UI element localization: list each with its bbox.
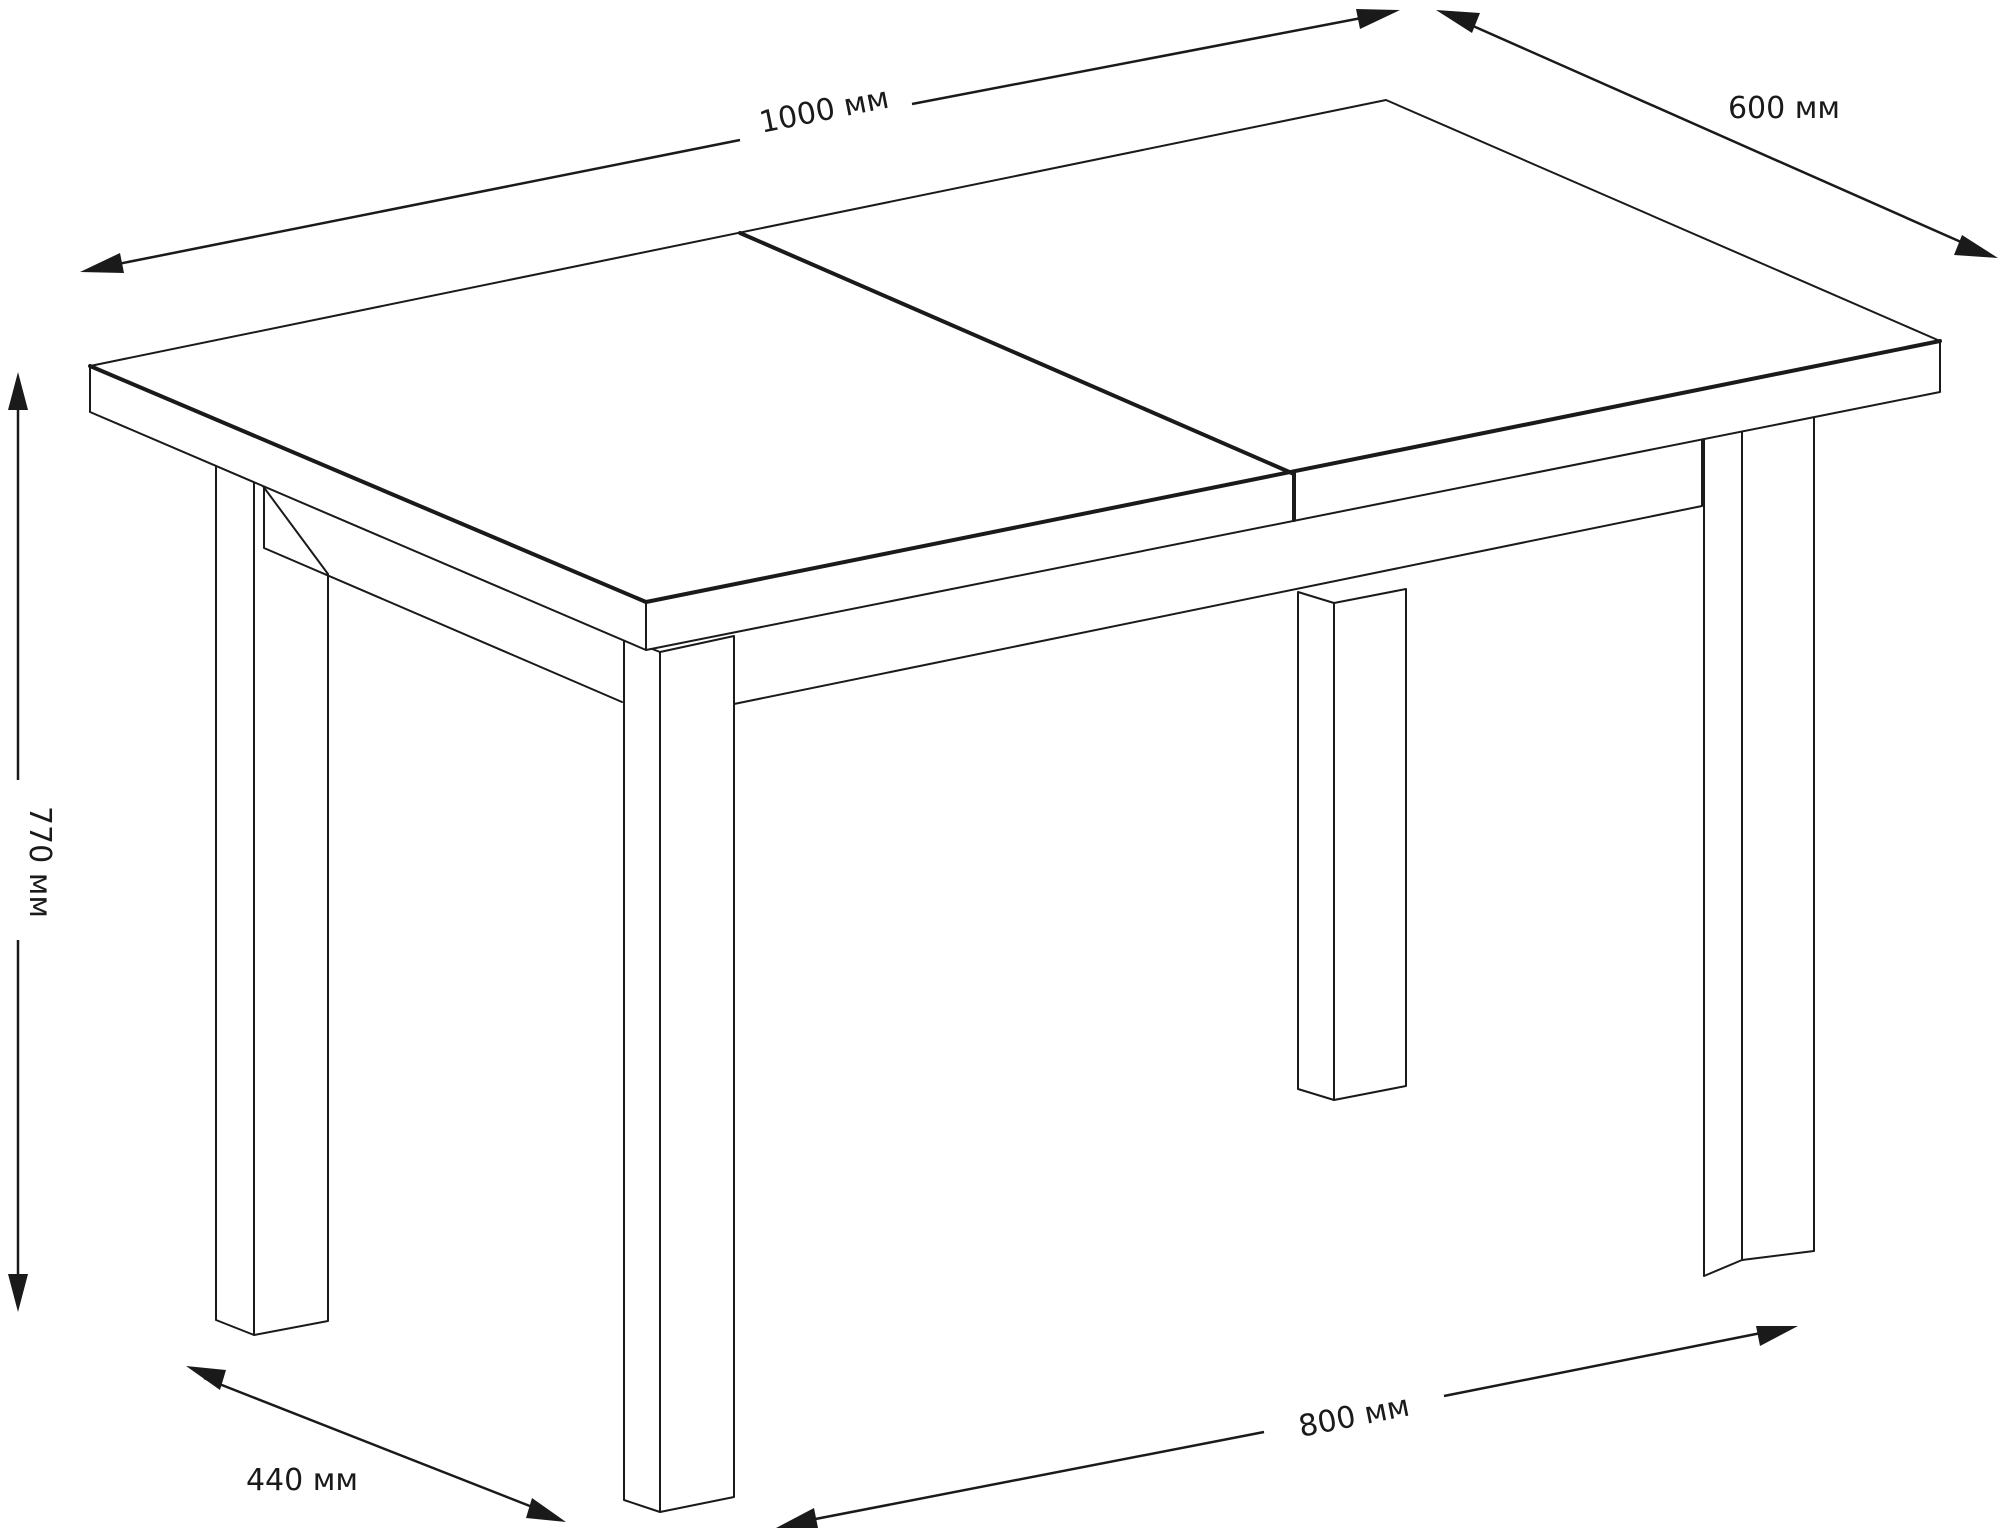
leg-front <box>623 635 735 1513</box>
arrowhead-icon <box>1954 235 1998 258</box>
tabletop-surface <box>88 99 1942 604</box>
arrowhead-icon <box>1356 9 1400 29</box>
dimension-label-height: 770 мм <box>22 806 57 918</box>
leg-back-right <box>1297 588 1407 1101</box>
dimension-label-folded-length: 800 мм <box>1296 1389 1413 1445</box>
dimension-label-width: 600 мм <box>1728 91 1840 126</box>
arrowhead-icon <box>8 372 28 410</box>
table <box>88 99 1942 1513</box>
dimension-width: 600 мм <box>1436 10 1998 258</box>
arrowhead-icon <box>186 1366 226 1390</box>
leg-right-rear <box>1703 405 1815 1277</box>
dimension-label-length: 1000 мм <box>756 81 891 141</box>
dimension-height: 770 мм <box>8 372 57 1312</box>
arrowhead-icon <box>8 1274 28 1312</box>
arrowhead-icon <box>1756 1326 1798 1346</box>
arrowhead-icon <box>776 1508 818 1528</box>
dimension-label-leg-span: 440 мм <box>246 1463 358 1498</box>
dimension-leg-span: 440 мм <box>186 1366 566 1522</box>
leg-left <box>215 465 329 1336</box>
arrowhead-icon <box>526 1498 566 1522</box>
arrowhead-icon <box>1436 10 1480 33</box>
arrowhead-icon <box>80 253 124 273</box>
dimension-folded-length: 800 мм <box>776 1326 1798 1528</box>
